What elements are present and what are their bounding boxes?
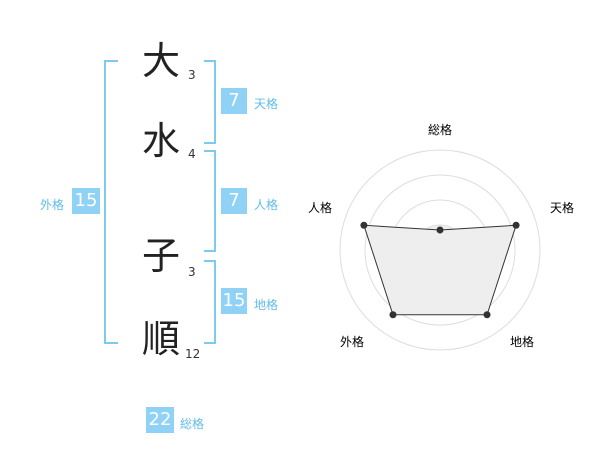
stroke-count-4: 12 [185,347,201,361]
radar-label-chikaku: 地格 [510,334,534,349]
radar-chart: 総格 天格 地格 外格 人格 [308,122,574,351]
gaikaku-label: 外格 [40,198,65,212]
tenkaku-value-badge: 7 [221,88,247,114]
name-char-2: 水 [142,119,181,163]
radar-label-jinkaku: 人格 [308,200,332,215]
soukaku-label: 総格 [180,417,205,431]
name-char-1: 大 [142,39,181,83]
radar-point-2 [483,311,491,319]
tenkaku-bracket [204,60,216,144]
radar-point-0 [436,226,444,234]
radar-point-4 [360,221,368,229]
name-char-4: 順 [142,317,181,361]
radar-polygon [363,224,517,316]
chikaku-bracket [204,260,216,344]
chikaku-label: 地格 [254,298,279,312]
jinkaku-label: 人格 [254,198,279,212]
radar-grid-ring [339,149,541,351]
radar-axis-labels: 総格 天格 地格 外格 人格 [308,122,574,349]
name-char-3: 子 [142,234,181,278]
stroke-count-3: 3 [188,265,196,279]
radar-label-tenkaku: 天格 [550,200,574,215]
stroke-count-2: 4 [188,147,196,161]
gaikaku-value-badge: 15 [72,188,100,214]
soukaku-value-badge: 22 [146,407,174,433]
radar-label-gaikaku: 外格 [340,334,364,349]
radar-point-3 [389,311,397,319]
stroke-count-1: 3 [188,68,196,82]
radar-points [360,221,520,319]
jinkaku-value-badge: 7 [221,188,247,214]
radar-label-soukaku: 総格 [428,122,452,137]
radar-point-1 [512,221,520,229]
gaikaku-bracket [104,60,118,344]
jinkaku-bracket [204,150,216,252]
chikaku-value-badge: 15 [221,288,247,314]
tenkaku-label: 天格 [254,97,279,111]
radar-grid-ring [364,174,516,326]
